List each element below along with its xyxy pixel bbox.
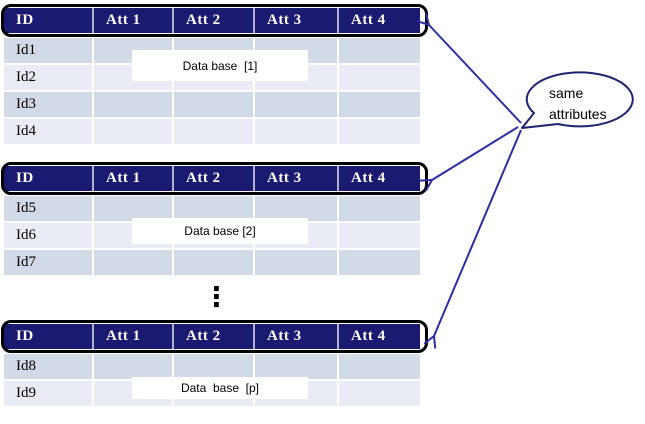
column-header: Att 2 xyxy=(172,8,253,33)
empty-cell xyxy=(337,223,420,248)
empty-cell xyxy=(337,196,420,221)
table-row: Id8 xyxy=(4,354,420,379)
arrow-to-table-3-header xyxy=(423,129,522,349)
table-row: Id4 xyxy=(4,119,420,144)
row-id-cell: Id7 xyxy=(4,250,92,275)
database-label: Data base [p] xyxy=(132,377,308,399)
table-row: Id5 xyxy=(4,196,420,221)
empty-cell xyxy=(92,119,172,144)
column-header: ID xyxy=(4,324,92,349)
empty-cell xyxy=(253,119,337,144)
row-id-cell: Id9 xyxy=(4,381,92,406)
column-header: Att 3 xyxy=(253,8,337,33)
callout-text: same attributes xyxy=(549,83,633,125)
table-row: Id3 xyxy=(4,92,420,117)
vertical-ellipsis: ⋮ xyxy=(203,282,230,313)
empty-cell xyxy=(253,354,337,379)
empty-cell xyxy=(92,354,172,379)
empty-cell xyxy=(172,119,253,144)
empty-cell xyxy=(337,38,420,63)
empty-cell xyxy=(337,381,420,406)
column-header: Att 4 xyxy=(337,166,420,191)
empty-cell xyxy=(92,250,172,275)
empty-cell xyxy=(92,92,172,117)
empty-cell xyxy=(172,196,253,221)
empty-cell xyxy=(253,92,337,117)
empty-cell xyxy=(337,65,420,90)
empty-cell xyxy=(253,250,337,275)
row-id-cell: Id4 xyxy=(4,119,92,144)
row-id-cell: Id2 xyxy=(4,65,92,90)
column-header: Att 2 xyxy=(172,166,253,191)
empty-cell xyxy=(337,119,420,144)
column-header: Att 1 xyxy=(92,8,172,33)
empty-cell xyxy=(92,196,172,221)
column-header: Att 1 xyxy=(92,324,172,349)
callout-line-1: same xyxy=(549,85,584,101)
column-header: Att 2 xyxy=(172,324,253,349)
callout-line-2: attributes xyxy=(549,106,607,122)
empty-cell xyxy=(172,250,253,275)
empty-cell xyxy=(337,250,420,275)
column-header: Att 3 xyxy=(253,324,337,349)
empty-cell xyxy=(172,92,253,117)
row-id-cell: Id6 xyxy=(4,223,92,248)
column-header: Att 4 xyxy=(337,8,420,33)
row-id-cell: Id3 xyxy=(4,92,92,117)
arrow-to-table-1-header xyxy=(416,12,522,124)
database-label: Data base [2] xyxy=(132,218,308,244)
empty-cell xyxy=(253,196,337,221)
column-header: Att 4 xyxy=(337,324,420,349)
database-label: Data base [1] xyxy=(132,50,308,81)
table-row: Id2 xyxy=(4,65,420,90)
empty-cell xyxy=(172,354,253,379)
empty-cell xyxy=(337,354,420,379)
row-id-cell: Id8 xyxy=(4,354,92,379)
row-id-cell: Id5 xyxy=(4,196,92,221)
empty-cell xyxy=(337,92,420,117)
row-id-cell: Id1 xyxy=(4,38,92,63)
column-header: ID xyxy=(4,8,92,33)
table-row: Id7 xyxy=(4,250,420,275)
column-header: Att 3 xyxy=(253,166,337,191)
arrow-to-table-2-header xyxy=(419,126,519,192)
column-header: ID xyxy=(4,166,92,191)
column-header: Att 1 xyxy=(92,166,172,191)
